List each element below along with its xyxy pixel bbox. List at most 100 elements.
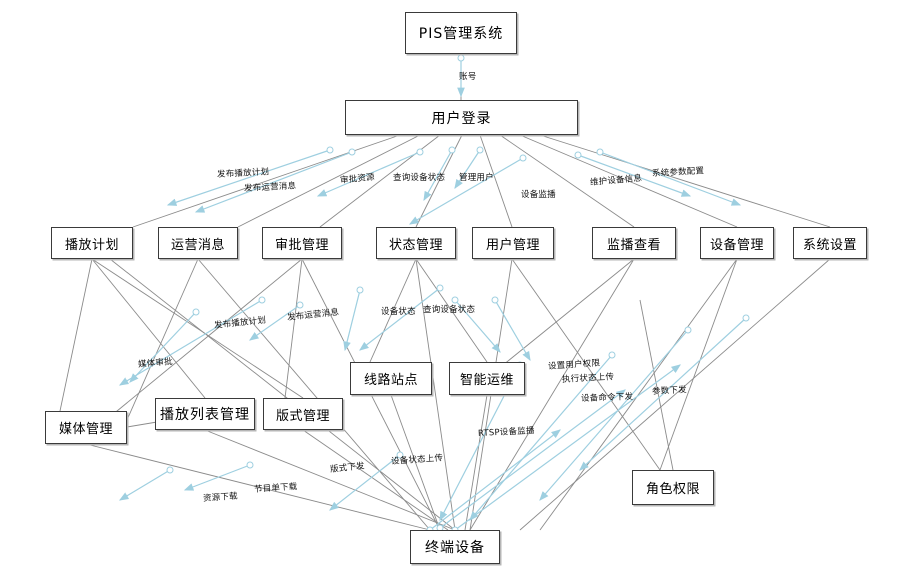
edge-label: 设备命令下发 — [580, 392, 634, 404]
node-terminal[interactable]: 终端设备 — [410, 530, 500, 564]
structure-line — [415, 258, 456, 531]
structure-line — [284, 258, 303, 399]
node-mediamgr[interactable]: 媒体管理 — [45, 411, 127, 444]
edge-label: 资源下载 — [202, 491, 239, 504]
message-flow-line — [494, 299, 531, 362]
message-flow-line — [454, 299, 501, 353]
structure-line — [197, 258, 431, 531]
message-flow-line — [316, 151, 421, 197]
node-label: 播放列表管理 — [160, 407, 250, 423]
node-opmsg[interactable]: 运营消息 — [158, 227, 238, 259]
flow-origin-dot — [192, 308, 200, 316]
message-flow-line — [423, 149, 453, 202]
flow-origin-dot — [246, 461, 254, 469]
node-sysset[interactable]: 系统设置 — [793, 227, 867, 259]
structure-line — [369, 258, 417, 363]
flow-origin-dot — [396, 451, 404, 459]
edge-label: 管理用户 — [459, 173, 494, 183]
message-flow-line — [359, 287, 441, 351]
node-monitor[interactable]: 监播查看 — [592, 227, 676, 259]
edge-label: 查询设备状态 — [423, 305, 476, 315]
message-flow-line — [599, 151, 742, 206]
edge-label: 设备监播 — [521, 190, 556, 200]
node-approve[interactable]: 审批管理 — [262, 227, 342, 259]
structure-line — [109, 258, 456, 531]
structure-line — [302, 429, 449, 531]
message-flow-line — [118, 469, 171, 501]
message-flow-line — [429, 429, 561, 531]
node-label: 运营消息 — [170, 237, 225, 253]
node-pis[interactable]: PIS管理系统 — [405, 12, 517, 54]
flow-origin-dot — [684, 326, 692, 334]
message-flow-line — [343, 289, 361, 352]
node-usermgr[interactable]: 用户管理 — [472, 227, 554, 259]
message-flow-line — [249, 304, 301, 341]
structure-line — [237, 134, 421, 228]
node-login[interactable]: 用户登录 — [345, 100, 578, 135]
flow-origin-dot — [448, 146, 456, 154]
flow-origin-dot — [356, 286, 364, 294]
node-label: 用户管理 — [485, 237, 540, 253]
node-devicemgr[interactable]: 设备管理 — [700, 227, 774, 259]
node-roleperm[interactable]: 角色权限 — [632, 470, 714, 505]
structure-line — [390, 394, 441, 531]
structure-line — [486, 258, 635, 379]
flow-origin-dot — [457, 54, 465, 62]
flow-origin-dot — [451, 296, 459, 304]
flow-origin-dot — [596, 148, 604, 156]
flow-origin-dot — [166, 466, 174, 474]
node-playlist[interactable]: 播放列表管理 — [155, 398, 255, 430]
flow-origin-dot — [326, 146, 334, 154]
node-label: 线路站点 — [363, 373, 418, 388]
structure-line — [99, 258, 303, 426]
edge-label: 查询设备状态 — [393, 173, 446, 183]
message-flow-line — [469, 354, 613, 521]
structure-line — [59, 258, 93, 412]
node-label: 系统设置 — [802, 237, 857, 253]
flow-origin-dot — [258, 296, 266, 304]
message-flow-line — [454, 149, 481, 190]
node-layoutmgr[interactable]: 版式管理 — [263, 398, 343, 430]
structure-line — [519, 134, 738, 228]
flow-origin-dot — [436, 284, 444, 292]
node-linestation[interactable]: 线路站点 — [350, 362, 432, 395]
node-label: 播放计划 — [64, 237, 119, 253]
message-flow-line — [439, 389, 626, 529]
message-flow-line — [118, 299, 263, 386]
node-statusmgr[interactable]: 状态管理 — [376, 227, 456, 259]
structure-line — [479, 134, 513, 228]
flow-origin-dot — [491, 296, 499, 304]
structure-line — [85, 443, 431, 531]
node-playplan[interactable]: 播放计划 — [51, 227, 133, 259]
message-flow-line — [577, 154, 692, 197]
node-label: 设备管理 — [709, 237, 764, 253]
structure-line — [639, 299, 674, 471]
flow-origin-dot — [296, 301, 304, 309]
structure-line — [91, 258, 206, 399]
node-label: PIS管理系统 — [418, 26, 504, 42]
structure-line — [464, 394, 488, 531]
node-label: 用户登录 — [431, 110, 492, 127]
flow-origin-dot — [476, 146, 484, 154]
edge-label: 设备状态 — [381, 307, 416, 317]
structure-line — [415, 258, 488, 363]
message-flow-line — [539, 329, 689, 501]
node-label: 终端设备 — [425, 540, 485, 556]
structure-line — [539, 134, 831, 228]
node-smartops[interactable]: 智能运维 — [449, 362, 525, 395]
structure-line — [204, 429, 456, 531]
structure-line — [511, 258, 661, 471]
structure-line — [91, 258, 304, 399]
structure-line — [126, 258, 199, 421]
edge-label: 参数下发 — [651, 385, 688, 397]
structure-line — [132, 134, 401, 228]
edge-label: 账号 — [459, 72, 477, 82]
flow-origin-dot — [742, 314, 750, 322]
structure-line — [499, 134, 635, 228]
message-flow-line — [454, 364, 681, 531]
structure-line — [539, 258, 738, 531]
flow-origin-dot — [574, 151, 582, 159]
node-label: 状态管理 — [388, 237, 443, 253]
